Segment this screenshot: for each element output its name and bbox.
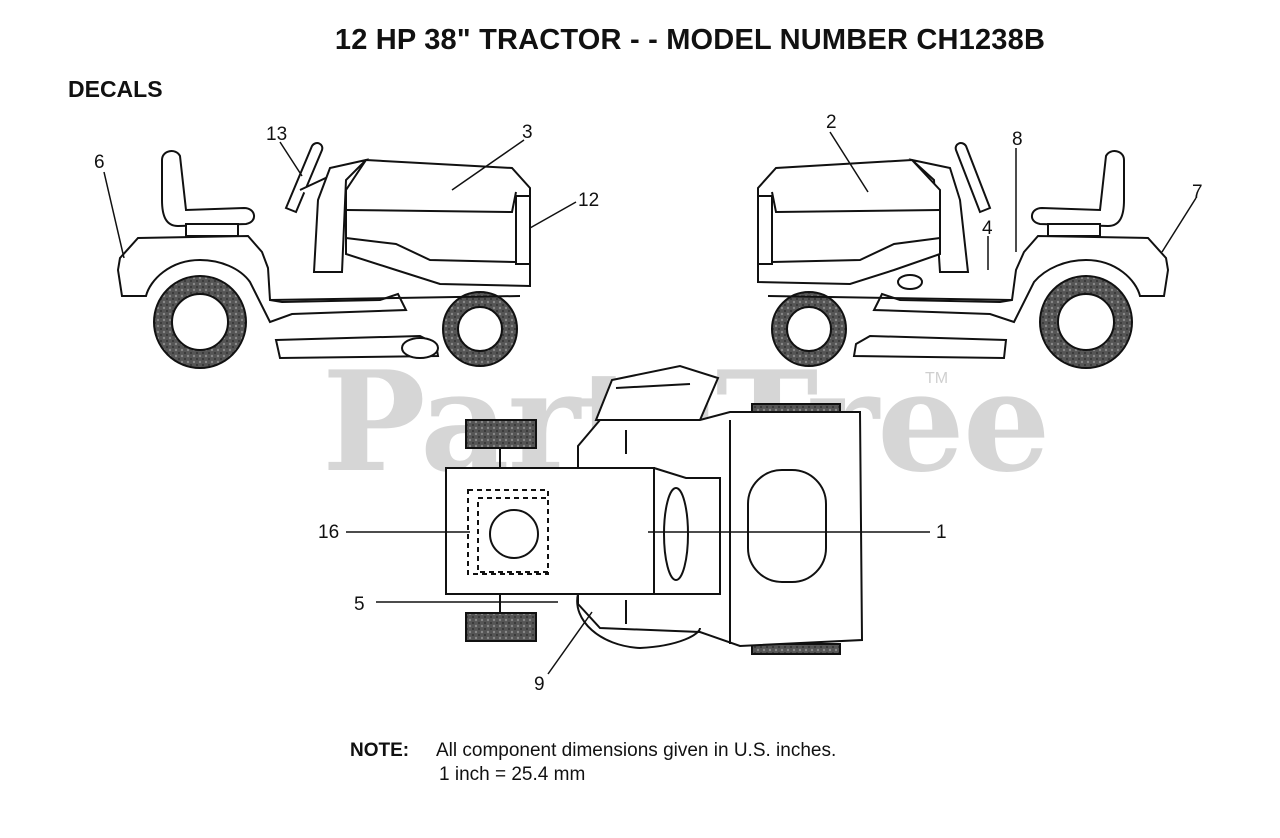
tractor-top-view: [445, 364, 864, 655]
callout-2: 2: [826, 112, 837, 133]
steering-wheel-right: [954, 142, 992, 214]
tractor-left-view: [116, 142, 531, 369]
leader-lines: [103, 131, 1197, 675]
steering-wheel: [284, 142, 324, 214]
page-title: 12 HP 38" TRACTOR - - MODEL NUMBER CH123…: [334, 24, 1046, 56]
seat-top: [594, 364, 720, 421]
note-label: NOTE:: [350, 740, 410, 761]
seat-right: [1031, 150, 1125, 228]
callout-numbers: 6 13 3 12 2 8 4 7 16 1 5 9: [94, 112, 1203, 695]
dash-panel: [312, 158, 370, 273]
callout-12: 12: [578, 190, 599, 211]
mower-deck-right: [852, 334, 1008, 360]
dimension-note: NOTE: All component dimensions given in U…: [350, 740, 836, 786]
hood-right: [757, 158, 941, 286]
callout-16: 16: [318, 522, 339, 543]
seat: [161, 150, 255, 228]
hood: [345, 158, 531, 288]
callout-9: 9: [534, 674, 545, 695]
decal-16-outline: [467, 489, 549, 575]
callout-5: 5: [354, 594, 365, 615]
rear-fender-right: [872, 234, 1170, 324]
callout-1: 1: [936, 522, 947, 543]
callout-6: 6: [94, 152, 105, 173]
rear-fender: [116, 234, 408, 324]
callout-3: 3: [522, 122, 533, 143]
section-heading: DECALS: [68, 76, 163, 102]
callout-4: 4: [982, 218, 993, 239]
callout-7: 7: [1192, 182, 1203, 203]
callout-8: 8: [1012, 129, 1023, 150]
note-line-1: All component dimensions given in U.S. i…: [436, 740, 837, 761]
note-line-2: 1 inch = 25.4 mm: [439, 764, 586, 785]
watermark-tm: TM: [925, 370, 949, 387]
callout-13: 13: [266, 124, 287, 145]
hood-top: [747, 469, 827, 583]
tractor-right-view: [757, 142, 1170, 369]
